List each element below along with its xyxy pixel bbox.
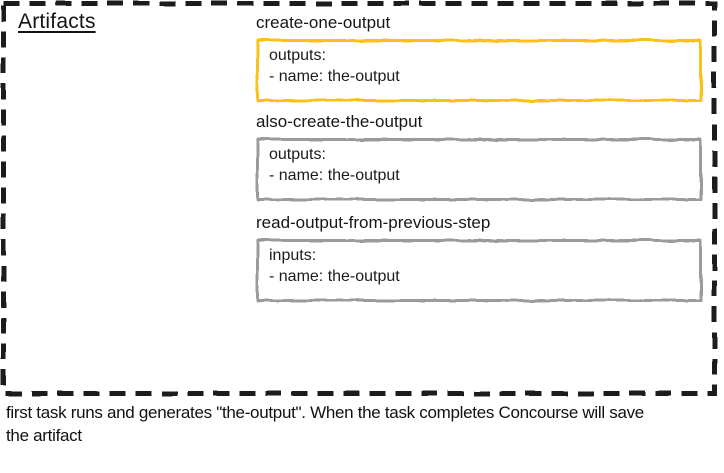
task-config-line: - name: the-output xyxy=(269,68,400,85)
task-config-line: - name: the-output xyxy=(269,268,400,285)
task-config-box: inputs: - name: the-output xyxy=(256,239,702,302)
task-config-line: - name: the-output xyxy=(269,167,400,184)
task-also-create-the-output: also-create-the-output outputs: - name: … xyxy=(256,112,702,201)
caption-line: first task runs and generates "the-outpu… xyxy=(6,403,644,422)
task-config-box: outputs: - name: the-output xyxy=(256,138,702,201)
task-config-line: inputs: xyxy=(269,247,317,264)
task-title: create-one-output xyxy=(256,13,391,32)
task-read-output-from-previous-step: read-output-from-previous-step inputs: -… xyxy=(256,213,702,302)
artifacts-panel-label: Artifacts xyxy=(18,10,96,33)
task-config-box: outputs: - name: the-output xyxy=(256,39,702,102)
caption-line: the artifact xyxy=(6,426,82,445)
task-create-one-output: create-one-output outputs: - name: the-o… xyxy=(256,13,702,102)
task-config-line: outputs: xyxy=(269,47,326,64)
task-config-line: outputs: xyxy=(269,146,326,163)
artifacts-outer-border xyxy=(1,1,717,396)
task-title: also-create-the-output xyxy=(256,112,423,131)
caption: first task runs and generates "the-outpu… xyxy=(6,401,722,447)
task-title: read-output-from-previous-step xyxy=(256,213,491,232)
